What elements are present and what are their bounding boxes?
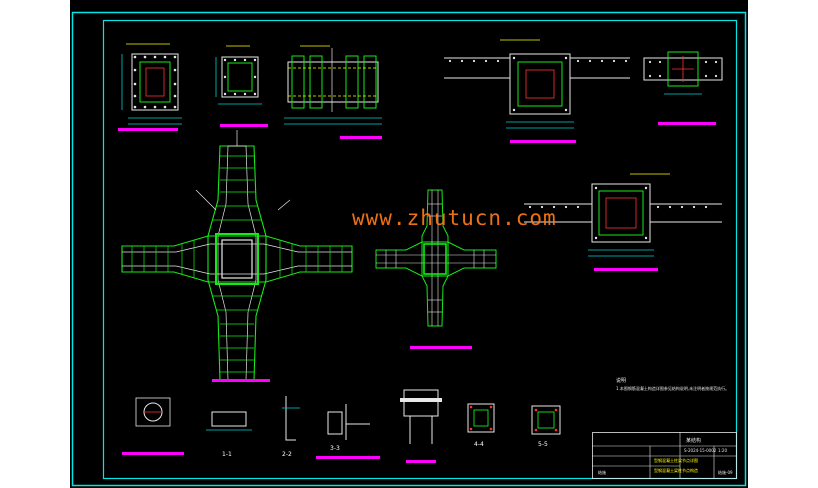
section-label-5-5: 5-5 [538, 441, 548, 448]
notes-heading: 说明 [616, 377, 626, 384]
column-section-b [215, 45, 268, 127]
sheet-label: 结施 [598, 469, 606, 475]
section-4-4: 4-4 [467, 403, 495, 448]
section-1-1: 1-1 [206, 411, 252, 458]
inner-frame [102, 19, 738, 480]
outer-frame [71, 11, 747, 487]
beam-column-elevation [284, 45, 382, 139]
title-block: S-2024-15-0002 某结构 1:20 结施 结施-09 型钢混凝土柱梁… [592, 432, 737, 479]
section-5-5: 5-5 [531, 405, 561, 448]
beam-joint-elevation-right [524, 173, 722, 271]
title-line-1: 型钢混凝土柱梁节点详图 [654, 457, 698, 463]
section-label-1-1: 1-1 [222, 451, 232, 458]
notes: 说明 1.本图钢筋混凝土构造详图参见结构说明,未注明者按规范执行。 [616, 377, 729, 391]
cad-drawing-canvas[interactable]: 1-1 2-2 3-3 4-4 5-5 说明 1.本图钢筋混凝土构造详图参见结构… [70, 0, 748, 488]
drawing-number: S-2024-15-0002 [684, 448, 717, 453]
beam-joint-elevation [444, 39, 630, 143]
drawing-svg: 1-1 2-2 3-3 4-4 5-5 说明 1.本图钢筋混凝土构造详图参见结构… [71, 11, 747, 487]
section-label-2-2: 2-2 [282, 451, 292, 458]
cross-joint-plan-small [375, 189, 497, 349]
column-base-detail [400, 389, 442, 463]
project-name: 某结构 [686, 437, 701, 444]
cross-joint-plan-large [121, 130, 353, 382]
section-label-4-4: 4-4 [474, 441, 484, 448]
section-label-3-3: 3-3 [330, 445, 340, 452]
title-line-2: 型钢混凝土梁柱节点构造 [654, 467, 698, 473]
column-section-a [118, 43, 182, 131]
beam-section-e [643, 51, 723, 125]
sheet-code: 结施-09 [718, 469, 733, 475]
bottom-detail-circle [122, 397, 184, 455]
section-3-3: 3-3 [316, 404, 380, 459]
scale: 1:20 [718, 448, 727, 453]
section-2-2: 2-2 [282, 396, 300, 458]
notes-line-1: 1.本图钢筋混凝土构造详图参见结构说明,未注明者按规范执行。 [616, 385, 729, 391]
watermark-text: www.zhutucn.com [352, 206, 557, 230]
